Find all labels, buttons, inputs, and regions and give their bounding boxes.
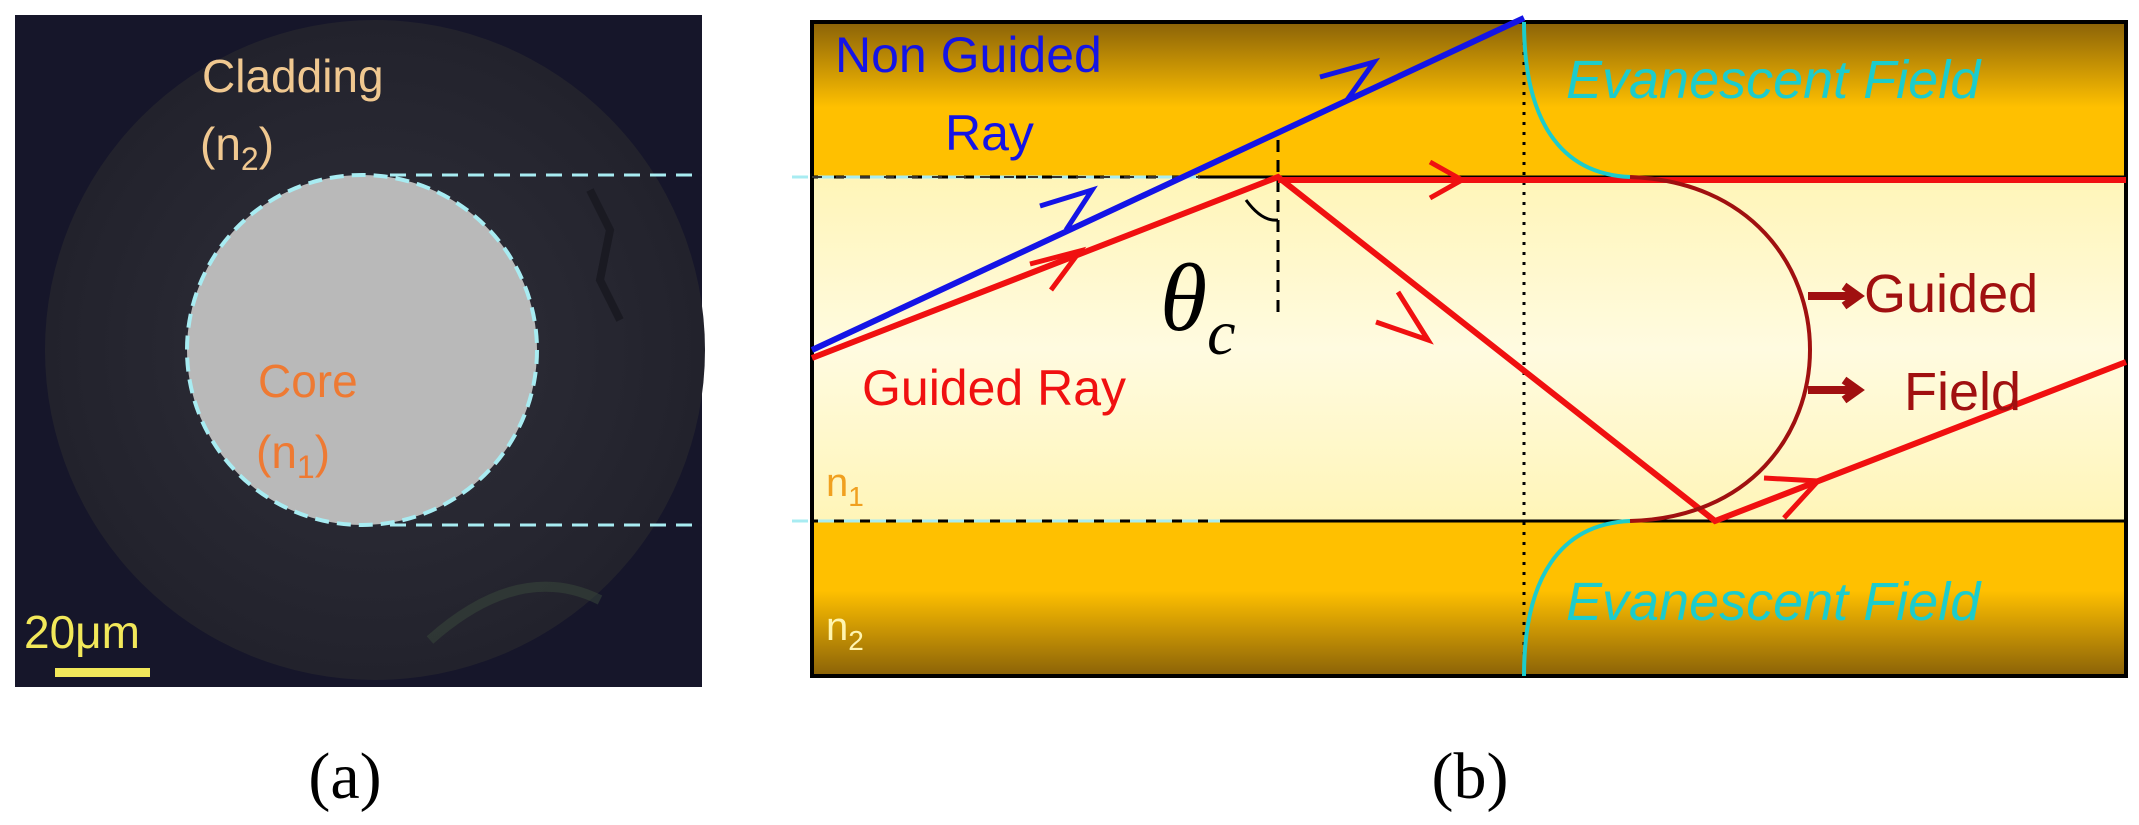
non-guided-ray-label-line1: Non Guided (835, 27, 1102, 83)
caption-b: (b) (1432, 740, 1509, 813)
cladding-index-label-b: n2 (826, 605, 864, 656)
guided-field-arrow-upper (1808, 282, 1865, 310)
cladding-index-open: (n (200, 118, 241, 170)
critical-angle-theta: θ (1160, 244, 1207, 351)
core-index-sub: 1 (297, 449, 315, 485)
critical-angle-arc (1244, 199, 1279, 222)
guided-ray-arrow-2 (1375, 290, 1434, 345)
evanescent-field-top-label: Evanescent Field (1566, 50, 1982, 110)
core-index-label-b: n1 (826, 461, 864, 512)
guided-ray-arrow-3 (1763, 475, 1824, 520)
core-index-open: (n (256, 426, 297, 478)
guided-field-label-line2: Field (1904, 362, 2021, 422)
evanescent-curve-top (1522, 21, 1631, 179)
top-cladding-band (812, 22, 2126, 177)
core-index-b-n: n (826, 461, 848, 505)
panel-b: Non Guided Ray Guided Ray θc Guided Fiel… (792, 15, 2128, 813)
caption-a: (a) (308, 740, 381, 813)
non-guided-ray-arrow-2 (1319, 57, 1381, 102)
core-band (812, 177, 2126, 521)
cladding-label: Cladding (202, 50, 384, 102)
core-index-b-sub: 1 (848, 481, 864, 512)
cladding-glare (426, 581, 603, 644)
cladding-scratch (586, 188, 624, 322)
cladding-index-sub: 2 (241, 141, 259, 177)
evanescent-curve-bottom (1522, 519, 1631, 677)
core-disk (185, 173, 539, 527)
non-guided-ray (810, 15, 1526, 353)
scale-bar-label: 20μm (24, 606, 140, 658)
cladding-index-b-n: n (826, 605, 848, 649)
critical-angle-label: θc (1160, 244, 1236, 368)
guided-ray-label: Guided Ray (862, 360, 1126, 416)
guided-field-label-line1: Guided (1864, 264, 2038, 324)
cladding-index-close: ) (259, 118, 274, 170)
guided-field-arrow-lower (1808, 376, 1865, 404)
evanescent-field-bottom-label: Evanescent Field (1566, 572, 1982, 632)
non-guided-ray-arrow-1 (1039, 185, 1098, 232)
guided-ray (810, 173, 2128, 525)
cladding-index-label: (n2) (200, 118, 274, 177)
scale-bar (55, 668, 150, 677)
guided-ray-arrow-1 (1029, 246, 1087, 292)
critical-angle-sub: c (1207, 297, 1235, 368)
panel-a: Cladding (n2) Core (n1) 20μm (a) (15, 15, 705, 813)
core-index-close: ) (315, 426, 330, 478)
cladding-index-b-sub: 2 (848, 625, 864, 656)
guided-field-curve (1629, 175, 1812, 523)
interface-ray-arrow (1428, 159, 1468, 201)
bottom-cladding-band (812, 521, 2126, 676)
non-guided-ray-label-line2: Ray (945, 105, 1034, 161)
core-index-label: (n1) (256, 426, 330, 485)
core-label: Core (258, 355, 358, 407)
